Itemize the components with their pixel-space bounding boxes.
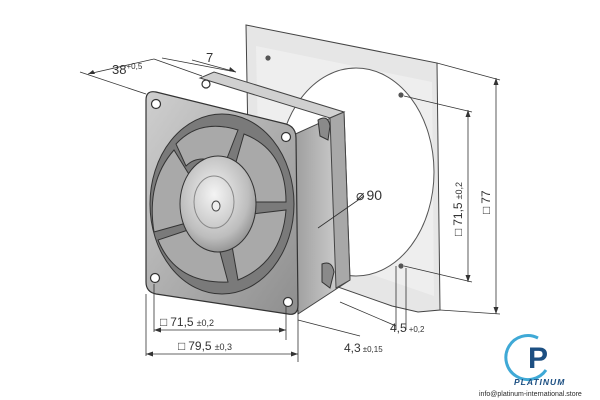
dimension-lines [79, 57, 501, 362]
mounting-hole [265, 55, 271, 61]
mounting-hole [398, 92, 404, 98]
dim-overall-v: □77 [479, 190, 493, 214]
logo-swoosh-icon [504, 334, 548, 381]
logo-mark: P [528, 342, 548, 375]
dim-depth: 38+0,5 [112, 62, 143, 77]
platinum-logo: P PLATINUM [504, 334, 565, 387]
dim-hole-diameter: 4,5+0,2 [390, 321, 425, 335]
corner-hole [282, 296, 294, 308]
corner-hole [280, 131, 292, 143]
mounting-hole [398, 263, 404, 269]
dim-cutout-diameter: ⌀90 [356, 187, 382, 203]
footer-email: info@platinum-international.store [479, 391, 582, 398]
logo-text: PLATINUM [514, 377, 565, 387]
dim-flange-thickness: 4,3±0,15 [344, 341, 383, 355]
dim-overall-h: □79,5±0,3 [178, 339, 232, 353]
dimension-arrows [88, 67, 499, 357]
corner-hole [201, 79, 211, 89]
dim-hole-pitch-v: □71,5±0,2 [451, 182, 465, 236]
dim-hole-pitch-h: □71,5±0,2 [160, 315, 214, 329]
corner-hole [149, 272, 161, 284]
dim-flange: 7 [206, 50, 213, 65]
fan-body [145, 71, 351, 315]
corner-hole [150, 98, 162, 110]
